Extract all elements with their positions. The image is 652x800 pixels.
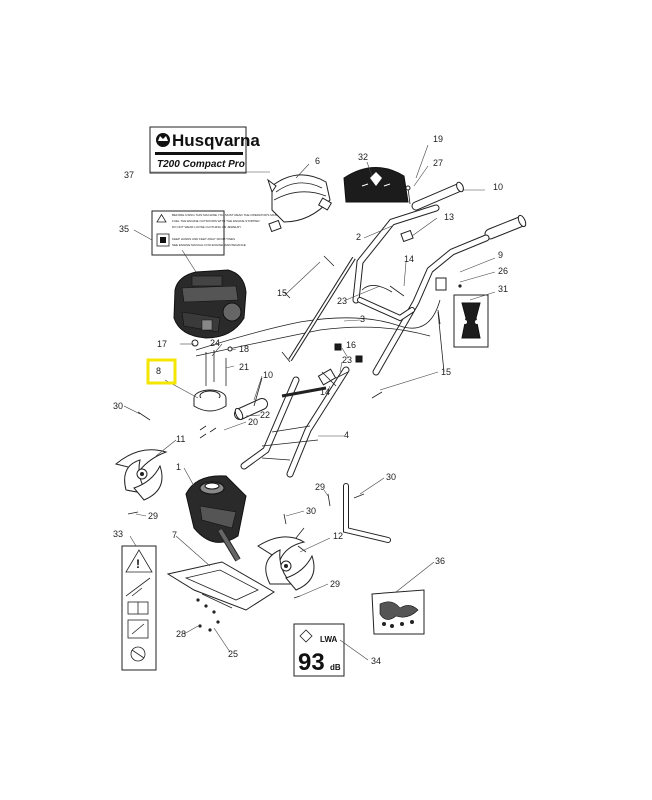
callout-24[interactable]: 24 xyxy=(210,338,220,348)
callout-31[interactable]: 31 xyxy=(498,284,508,294)
drag-bar xyxy=(283,483,391,543)
callout-28[interactable]: 28 xyxy=(176,629,186,639)
manual-icon xyxy=(156,233,170,247)
callout-23-upper[interactable]: 23 xyxy=(337,296,347,306)
callout-4[interactable]: 4 xyxy=(344,430,349,440)
engine-icon xyxy=(299,629,313,643)
callout-3[interactable]: 3 xyxy=(360,314,365,324)
model-name: T200 Compact Pro xyxy=(157,159,245,170)
callout-7[interactable]: 7 xyxy=(172,530,177,540)
skid-plate xyxy=(127,511,301,632)
callout-2[interactable]: 2 xyxy=(356,232,361,242)
callout-labels: 37 35 6 32 19 27 10 13 2 9 26 31 14 15 2… xyxy=(113,134,508,666)
sound-power-label: LWA 93 dB xyxy=(293,623,345,677)
callout-27[interactable]: 27 xyxy=(433,158,443,168)
safety-decal: ! xyxy=(121,545,157,671)
rotating-tine-icon xyxy=(130,646,146,662)
callout-13[interactable]: 13 xyxy=(444,212,454,222)
callout-14-lower[interactable]: 14 xyxy=(320,387,330,397)
callout-37[interactable]: 37 xyxy=(124,170,134,180)
tine-shield xyxy=(267,174,333,233)
callout-26[interactable]: 26 xyxy=(498,266,508,276)
warning-decal: BEFORE USING THIS MACHINE YOU MUST READ … xyxy=(151,210,283,256)
callout-15-left[interactable]: 15 xyxy=(277,288,287,298)
callout-18[interactable]: 18 xyxy=(239,344,249,354)
sound-unit: LWA xyxy=(320,635,338,644)
warning-icon xyxy=(125,549,153,573)
decal-32 xyxy=(343,167,409,203)
decal-line-5: SEE ENGINE MANUAL FOR ENGINE MAINTENANCE xyxy=(172,243,246,247)
tine-left xyxy=(114,411,217,501)
callout-35[interactable]: 35 xyxy=(119,224,129,234)
tine-right xyxy=(257,527,315,591)
svg-text:!: ! xyxy=(136,557,140,571)
callout-12[interactable]: 12 xyxy=(333,531,343,541)
callout-6[interactable]: 6 xyxy=(315,156,320,166)
bearing-housing xyxy=(193,389,227,412)
callout-15-right[interactable]: 15 xyxy=(441,367,451,377)
callout-9[interactable]: 9 xyxy=(498,250,503,260)
callout-20[interactable]: 20 xyxy=(248,417,258,427)
callout-30-right[interactable]: 30 xyxy=(386,472,396,482)
decal-line-3: DO NOT WEAR LOOSE CLOTHING OR JEWELRY xyxy=(172,225,241,229)
sound-value: 93 xyxy=(298,649,325,676)
logo-decal: Husqvarna T200 Compact Pro xyxy=(149,126,260,174)
decal-line-4: KEEP HANDS AND FEET AWAY FROM TINES xyxy=(172,237,235,241)
gearbox xyxy=(185,475,247,562)
decal-31 xyxy=(453,284,489,348)
callout-29-center[interactable]: 29 xyxy=(315,482,325,492)
leader-lines xyxy=(123,144,496,661)
callout-8[interactable]: 8 xyxy=(156,366,161,376)
sound-suffix: dB xyxy=(330,663,341,672)
callout-30-left[interactable]: 30 xyxy=(113,401,123,411)
callout-14-upper[interactable]: 14 xyxy=(404,254,414,264)
callout-23-lower[interactable]: 23 xyxy=(342,355,352,365)
highlight-box-part-8[interactable] xyxy=(146,358,177,385)
engine xyxy=(173,269,247,339)
callout-34[interactable]: 34 xyxy=(371,656,381,666)
callout-33[interactable]: 33 xyxy=(113,529,123,539)
fasteners-group xyxy=(191,339,363,387)
husqvarna-crown-logo-icon xyxy=(156,133,170,147)
decal-line-2: FUEL THE ENGINE OUTDOORS WITH THE ENGINE… xyxy=(172,219,260,223)
callout-1[interactable]: 1 xyxy=(176,462,181,472)
brand-name: Husqvarna xyxy=(172,131,260,150)
handle-assembly xyxy=(195,181,527,399)
callout-11[interactable]: 11 xyxy=(176,434,185,444)
callout-29-right[interactable]: 29 xyxy=(330,579,340,589)
callout-10-tube[interactable]: 10 xyxy=(263,370,273,380)
lower-frame xyxy=(240,366,350,478)
parts-bag-36 xyxy=(371,589,425,635)
callout-17[interactable]: 17 xyxy=(157,339,167,349)
callout-30-center[interactable]: 30 xyxy=(306,506,316,516)
callout-29-left[interactable]: 29 xyxy=(148,511,158,521)
callout-22[interactable]: 22 xyxy=(260,410,270,420)
decal-line-1: BEFORE USING THIS MACHINE YOU MUST READ … xyxy=(172,213,283,217)
callout-21[interactable]: 21 xyxy=(239,362,249,372)
callout-16[interactable]: 16 xyxy=(346,340,356,350)
callout-10-grip[interactable]: 10 xyxy=(493,182,503,192)
callout-19[interactable]: 19 xyxy=(433,134,443,144)
callout-36[interactable]: 36 xyxy=(435,556,445,566)
callout-25[interactable]: 25 xyxy=(228,649,238,659)
operator-icon xyxy=(127,619,149,639)
shaft-tube xyxy=(234,377,268,421)
callout-32[interactable]: 32 xyxy=(358,152,368,162)
